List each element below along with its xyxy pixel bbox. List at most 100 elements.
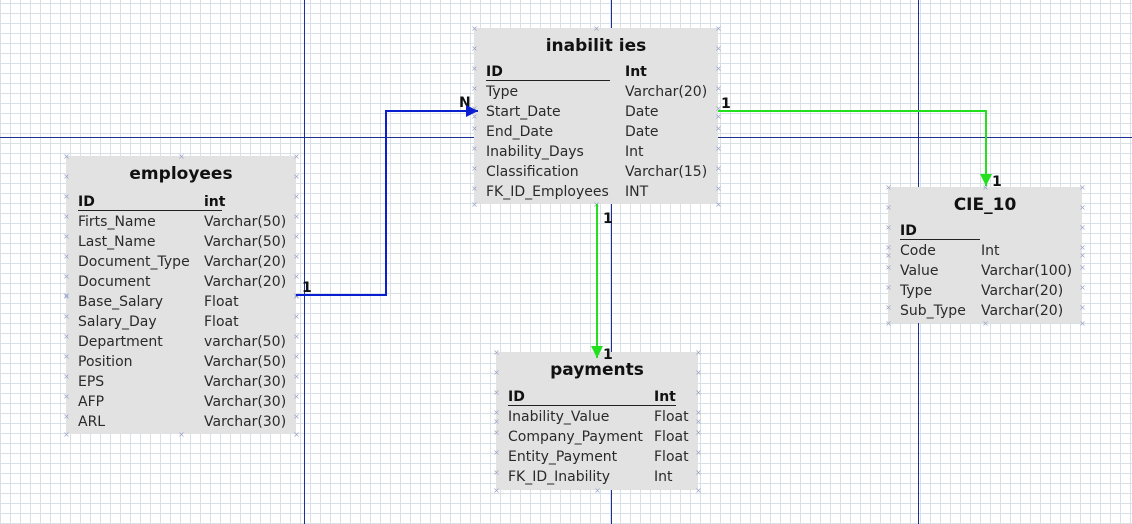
x-mark-icon[interactable]: ×: [293, 332, 300, 341]
x-mark-icon[interactable]: ×: [695, 428, 702, 437]
x-mark-icon[interactable]: ×: [63, 172, 70, 181]
x-mark-icon[interactable]: ×: [293, 252, 300, 261]
x-mark-icon[interactable]: ×: [695, 388, 702, 397]
relationship-line[interactable]: [296, 110, 478, 296]
x-mark-icon[interactable]: ×: [715, 200, 722, 209]
x-mark-icon[interactable]: ×: [493, 486, 500, 495]
x-mark-icon[interactable]: ×: [982, 319, 989, 328]
x-mark-icon[interactable]: ×: [885, 203, 892, 212]
x-mark-icon[interactable]: ×: [695, 368, 702, 377]
primary-key-row[interactable]: ID: [898, 221, 1082, 241]
x-mark-icon[interactable]: ×: [471, 164, 478, 173]
x-mark-icon[interactable]: ×: [1079, 183, 1086, 192]
x-mark-icon[interactable]: ×: [695, 408, 702, 417]
x-mark-icon[interactable]: ×: [63, 412, 70, 421]
x-mark-icon[interactable]: ×: [63, 272, 70, 281]
x-mark-icon[interactable]: ×: [715, 84, 722, 93]
x-mark-icon[interactable]: ×: [493, 348, 500, 357]
x-mark-icon[interactable]: ×: [594, 486, 601, 495]
x-mark-icon[interactable]: ×: [885, 183, 892, 192]
x-mark-icon[interactable]: ×: [1079, 251, 1086, 260]
x-mark-icon[interactable]: ×: [493, 417, 500, 426]
x-mark-icon[interactable]: ×: [178, 152, 185, 161]
x-mark-icon[interactable]: ×: [493, 388, 500, 397]
x-mark-icon[interactable]: ×: [293, 430, 300, 439]
x-mark-icon[interactable]: ×: [63, 430, 70, 439]
x-mark-icon[interactable]: ×: [471, 144, 478, 153]
x-mark-icon[interactable]: ×: [885, 303, 892, 312]
x-mark-icon[interactable]: ×: [695, 468, 702, 477]
x-mark-icon[interactable]: ×: [293, 372, 300, 381]
x-mark-icon[interactable]: ×: [293, 212, 300, 221]
x-mark-icon[interactable]: ×: [885, 319, 892, 328]
x-mark-icon[interactable]: ×: [715, 64, 722, 73]
x-mark-icon[interactable]: ×: [885, 251, 892, 260]
x-mark-icon[interactable]: ×: [695, 486, 702, 495]
x-mark-icon[interactable]: ×: [715, 164, 722, 173]
x-mark-icon[interactable]: ×: [293, 172, 300, 181]
x-mark-icon[interactable]: ×: [471, 184, 478, 193]
x-mark-icon[interactable]: ×: [63, 392, 70, 401]
x-mark-icon[interactable]: ×: [293, 272, 300, 281]
x-mark-icon[interactable]: ×: [471, 24, 478, 33]
x-mark-icon[interactable]: ×: [471, 112, 478, 121]
x-mark-icon[interactable]: ×: [1079, 243, 1086, 252]
x-mark-icon[interactable]: ×: [63, 291, 70, 300]
x-mark-icon[interactable]: ×: [715, 124, 722, 133]
x-mark-icon[interactable]: ×: [1079, 263, 1086, 272]
x-mark-icon[interactable]: ×: [63, 372, 70, 381]
x-mark-icon[interactable]: ×: [63, 192, 70, 201]
x-mark-icon[interactable]: ×: [293, 412, 300, 421]
x-mark-icon[interactable]: ×: [63, 152, 70, 161]
x-mark-icon[interactable]: ×: [63, 252, 70, 261]
x-mark-icon[interactable]: ×: [715, 104, 722, 113]
x-mark-icon[interactable]: ×: [471, 200, 478, 209]
x-mark-icon[interactable]: ×: [1079, 203, 1086, 212]
x-mark-icon[interactable]: ×: [63, 232, 70, 241]
x-mark-icon[interactable]: ×: [493, 448, 500, 457]
x-mark-icon[interactable]: ×: [293, 352, 300, 361]
x-mark-icon[interactable]: ×: [471, 64, 478, 73]
x-mark-icon[interactable]: ×: [982, 183, 989, 192]
x-mark-icon[interactable]: ×: [715, 184, 722, 193]
x-mark-icon[interactable]: ×: [695, 348, 702, 357]
x-mark-icon[interactable]: ×: [1079, 283, 1086, 292]
x-mark-icon[interactable]: ×: [493, 368, 500, 377]
x-mark-icon[interactable]: ×: [293, 192, 300, 201]
x-mark-icon[interactable]: ×: [885, 243, 892, 252]
x-mark-icon[interactable]: ×: [63, 212, 70, 221]
x-mark-icon[interactable]: ×: [493, 428, 500, 437]
x-mark-icon[interactable]: ×: [695, 448, 702, 457]
x-mark-icon[interactable]: ×: [695, 417, 702, 426]
x-mark-icon[interactable]: ×: [471, 124, 478, 133]
x-mark-icon[interactable]: ×: [293, 152, 300, 161]
x-mark-icon[interactable]: ×: [493, 408, 500, 417]
x-mark-icon[interactable]: ×: [885, 263, 892, 272]
